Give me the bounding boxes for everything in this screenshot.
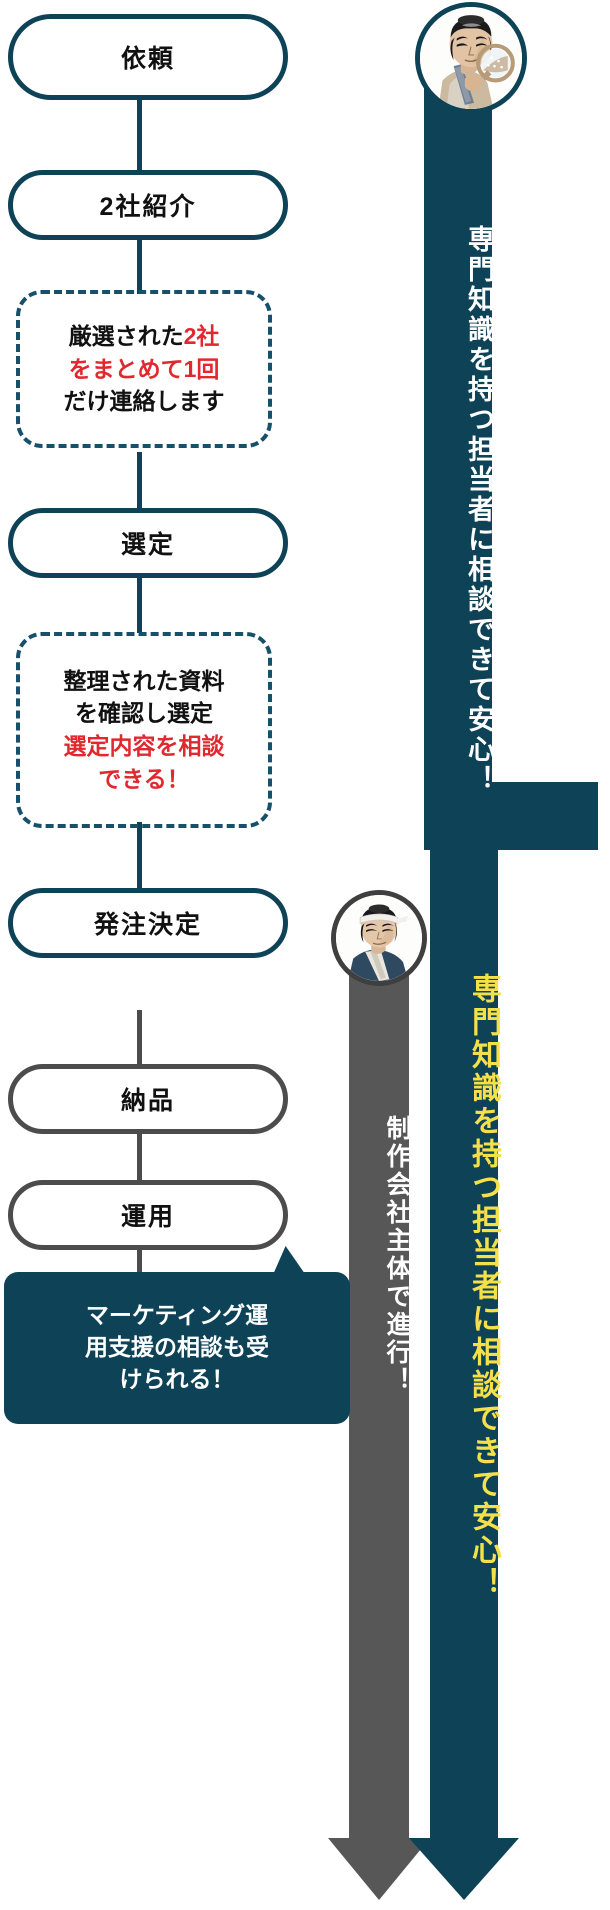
flow-node-label: 依頼 <box>120 45 175 73</box>
callout-line: 整理された資料 <box>63 667 225 694</box>
connector-5 <box>137 822 142 892</box>
flow-node-delivery[interactable]: 納品 <box>8 1064 288 1134</box>
ribbon-expert-bottom-bar <box>430 850 498 1838</box>
bubble-line: けられる！ <box>119 1365 235 1392</box>
samurai-headband-illustration <box>336 895 422 981</box>
flow-node-label: 納品 <box>120 1087 175 1115</box>
bubble-tail <box>272 1246 310 1276</box>
flow-node-order-decision[interactable]: 発注決定 <box>8 888 288 958</box>
flow-node-request[interactable]: 依頼 <box>8 14 288 100</box>
ribbon-text-value: 専門知識を持つ担当者に相談できて安心！ <box>467 972 500 1600</box>
connector-1 <box>137 96 142 174</box>
connector-3 <box>137 452 142 512</box>
ribbon-expert-top-text: 専門知識を持つ担当者に相談できて安心！ <box>424 180 494 840</box>
ribbon-expert-top-bar <box>424 60 492 850</box>
ribbon-text-value: 専門知識を持つ担当者に相談できて安心！ <box>464 225 494 795</box>
callout-two-companies: 厳選された2社 をまとめて1回 だけ連絡します <box>16 290 272 448</box>
callout-text-black: 厳選された <box>68 323 184 350</box>
flow-node-label: 運用 <box>120 1203 175 1231</box>
connector-2 <box>137 236 142 294</box>
connector-7 <box>137 1126 142 1204</box>
flow-node-operation[interactable]: 運用 <box>8 1180 288 1250</box>
marketing-support-bubble: マーケティング運 用支援の相談も受 けられる！ <box>4 1246 350 1424</box>
callout-line: できる！ <box>98 765 190 792</box>
callout-selection: 整理された資料 を確認し選定 選定内容を相談 できる！ <box>16 632 272 828</box>
callout-text-red: 2社 <box>183 323 220 350</box>
bubble-line: 用支援の相談も受 <box>85 1334 269 1361</box>
callout-line: 選定内容を相談 <box>63 733 225 759</box>
flow-node-label: 発注決定 <box>93 911 202 939</box>
flow-node-selection[interactable]: 選定 <box>8 508 288 578</box>
ribbon-production-company-bar <box>349 948 409 1838</box>
samurai-magnifier-avatar <box>415 2 527 114</box>
ribbon-expert-bottom-text: 専門知識を持つ担当者に相談できて安心！ <box>430 886 500 1686</box>
flow-node-label: 2社紹介 <box>99 193 197 221</box>
connector-4 <box>137 575 142 633</box>
ribbon-text-value: 制作会社主体で進行！ <box>383 1115 411 1395</box>
callout-line: 厳選された2社 <box>69 320 220 353</box>
samurai-magnifier-illustration <box>420 7 522 109</box>
callout-line: だけ連絡します <box>63 388 225 415</box>
flow-node-introduce-two[interactable]: 2社紹介 <box>8 170 288 240</box>
connector-6 <box>137 1010 142 1088</box>
ribbon-expert-top-elbow <box>424 782 598 850</box>
callout-line: をまとめて1回 <box>68 355 220 382</box>
samurai-headband-avatar <box>331 890 427 986</box>
callout-line: を確認し選定 <box>75 700 213 727</box>
bubble-line: マーケティング運 <box>85 1302 269 1329</box>
bubble-text: マーケティング運 用支援の相談も受 けられる！ <box>85 1300 269 1395</box>
flow-node-label: 選定 <box>120 531 175 559</box>
ribbon-production-company-text: 制作会社主体で進行！ <box>349 1045 411 1465</box>
ribbon-expert-bottom-arrow <box>409 1838 519 1900</box>
